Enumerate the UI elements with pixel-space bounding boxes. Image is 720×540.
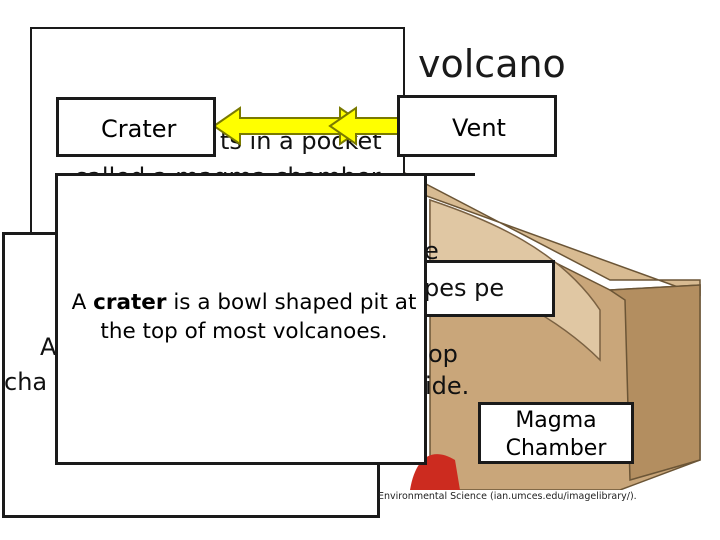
obscured-text-cha: cha: [4, 368, 47, 396]
slide-title: volcano: [418, 42, 566, 86]
arrows: [200, 98, 410, 158]
crater-label: Crater: [101, 115, 176, 143]
obscured-text-op: op: [428, 340, 458, 368]
image-credit: Environmental Science (ian.umces.edu/ima…: [378, 491, 637, 502]
vent-label-box[interactable]: Vent: [397, 95, 557, 157]
obscured-text-pes: pes pe: [424, 274, 504, 302]
vent-label: Vent: [452, 114, 506, 142]
obscured-text-ide: ide.: [425, 372, 469, 400]
crater-definition-text: A crater is a bowl shaped pit at the top…: [64, 288, 424, 346]
crater-definition-card: A crater is a bowl shaped pit at the top…: [55, 173, 427, 465]
crater-label-box[interactable]: Crater: [56, 97, 216, 157]
obscured-text-a: A: [40, 333, 56, 361]
